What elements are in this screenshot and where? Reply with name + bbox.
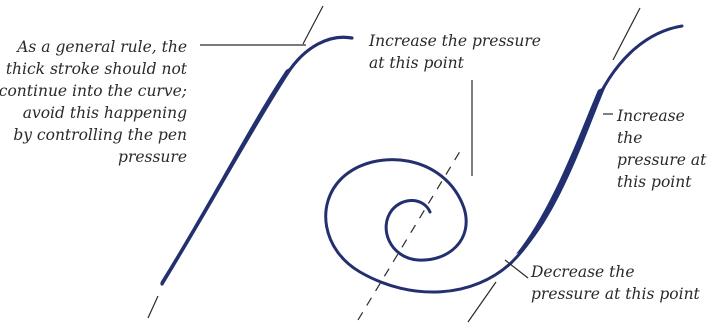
leader-bottom — [505, 260, 528, 278]
spiral-dashed-guide — [358, 148, 462, 320]
left-stroke-bottom-guide — [148, 296, 158, 318]
spiral-bottom-guide — [468, 282, 496, 322]
annotation-increase-pressure-upstroke: Increase the pressure at this point — [617, 105, 707, 193]
left-stroke-top-guide — [303, 6, 323, 44]
annotation-decrease-pressure: Decrease the pressure at this point — [531, 261, 706, 305]
annotation-general-rule: As a general rule, the thick stroke shou… — [0, 36, 187, 168]
annotation-increase-pressure-spiral: Increase the pressure at this point — [369, 30, 559, 74]
spiral-top-guide — [613, 8, 640, 60]
spiral-stroke-thick-part — [516, 86, 606, 254]
left-stroke-body — [162, 37, 352, 284]
